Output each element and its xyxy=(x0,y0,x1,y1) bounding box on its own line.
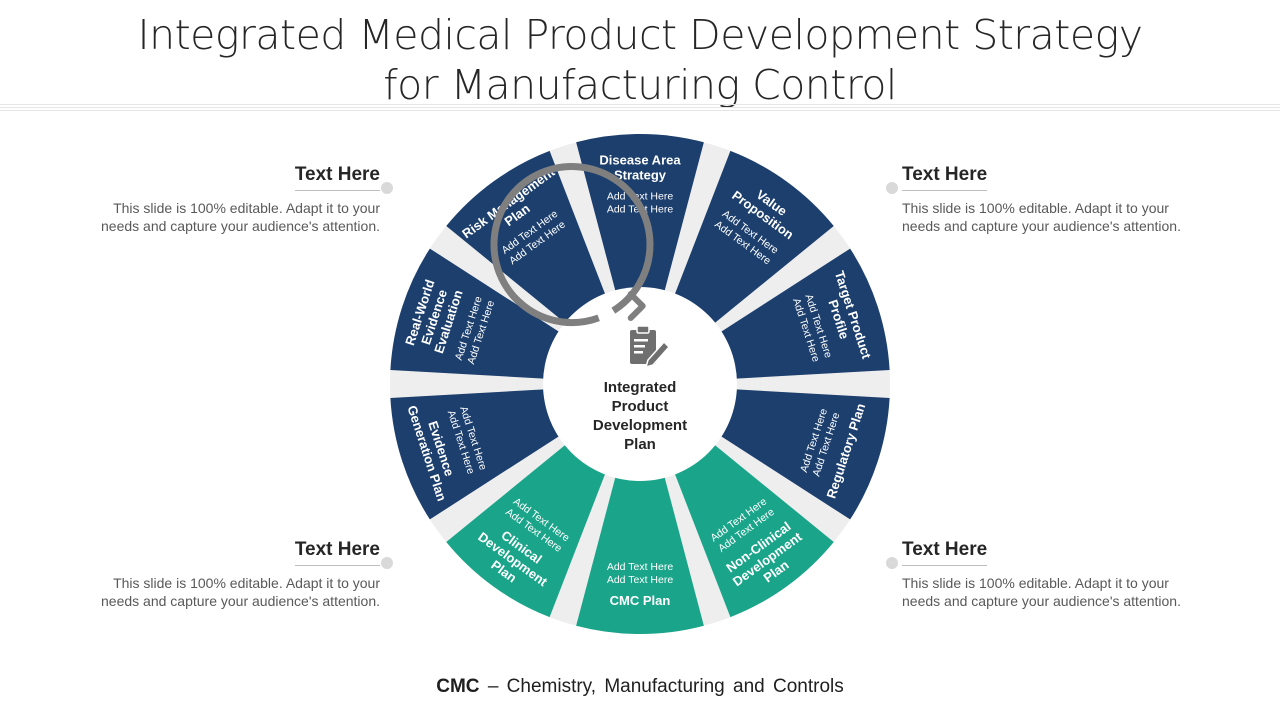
segment-subtext: Add Text Here xyxy=(607,561,674,573)
title-line-1: Integrated Medical Product Development S… xyxy=(137,11,1143,59)
callout-heading: Text Here xyxy=(294,539,380,566)
segment-subtext: Add Text Here xyxy=(607,191,674,203)
callout-connector-dot xyxy=(886,182,898,194)
center-title-line: Plan xyxy=(624,436,656,453)
segment-title: CMC Plan xyxy=(610,593,671,608)
center-title-line: Product xyxy=(612,398,669,415)
callout-body: This slide is 100% editable. Adapt it to… xyxy=(101,200,380,234)
callout-connector-dot xyxy=(381,182,393,194)
callout-top-left: Text Here This slide is 100% editable. A… xyxy=(80,164,380,235)
callout-connector-dot xyxy=(381,557,393,569)
segment-title: Strategy xyxy=(614,168,667,183)
cycle-arrow-icon xyxy=(627,291,646,322)
callout-body: This slide is 100% editable. Adapt it to… xyxy=(902,575,1181,609)
clipboard-edit-icon xyxy=(630,325,671,369)
center-title-line: Integrated xyxy=(604,379,677,396)
callout-body: This slide is 100% editable. Adapt it to… xyxy=(902,200,1181,234)
title-line-2: for Manufacturing Control xyxy=(383,61,897,109)
callout-heading: Text Here xyxy=(294,164,380,191)
segment-title: Disease Area xyxy=(599,153,681,168)
footer-note: CMC – Chemistry, Manufacturing and Contr… xyxy=(0,676,1280,698)
title-divider xyxy=(0,104,1280,113)
callout-bottom-right: Text Here This slide is 100% editable. A… xyxy=(902,539,1202,610)
callout-heading: Text Here xyxy=(902,539,988,566)
segment-disease-area-strategy xyxy=(576,134,704,384)
segment-cmc-plan xyxy=(576,384,704,635)
callout-bottom-left: Text Here This slide is 100% editable. A… xyxy=(80,539,380,610)
footer-dash: – xyxy=(487,676,499,697)
cycle-ring xyxy=(490,163,654,327)
footer-abbr: CMC xyxy=(436,676,480,697)
callout-connector-dot xyxy=(886,557,898,569)
center-disc xyxy=(543,287,737,481)
slide-title: Integrated Medical Product Development S… xyxy=(0,10,1280,110)
callout-top-right: Text Here This slide is 100% editable. A… xyxy=(902,164,1202,235)
callout-body: This slide is 100% editable. Adapt it to… xyxy=(101,575,380,609)
footer-text: Chemistry, Manufacturing and Controls xyxy=(506,676,844,697)
callout-heading: Text Here xyxy=(902,164,988,191)
center-title-line: Development xyxy=(593,417,687,434)
segment-subtext: Add Text Here xyxy=(607,574,674,586)
